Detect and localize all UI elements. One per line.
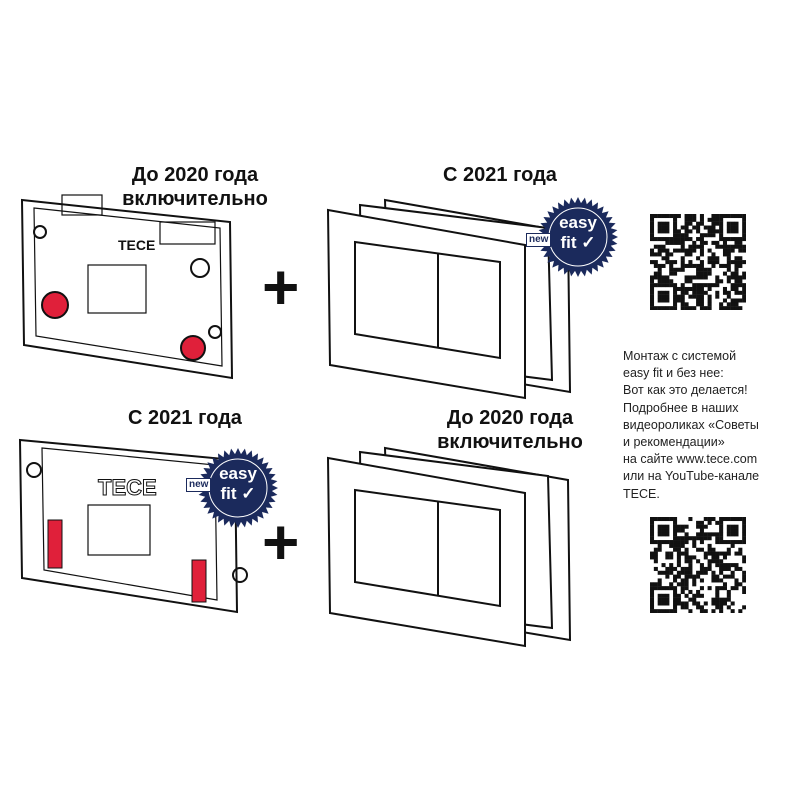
mounting-frame-old: TECE <box>20 194 234 380</box>
mounting-frame-easyfit: TECE <box>18 438 248 614</box>
badge-text: fit ✓ <box>560 233 596 252</box>
info-line: Подробнее в наших <box>623 400 739 415</box>
plus-sign: + <box>262 506 300 578</box>
info-line: TECE. <box>623 486 660 501</box>
heading-top-right: С 2021 года <box>443 164 557 186</box>
heading-line: До 2020 года <box>131 164 259 186</box>
badge-text: easy <box>559 213 597 232</box>
info-line: или на YouTube-канале <box>623 469 760 484</box>
info-line: Вот как это делается! <box>623 383 748 398</box>
heading-line: включительно <box>437 431 583 453</box>
info-line[interactable]: на сайте www.tece.com <box>623 452 758 467</box>
heading-line: включительно <box>122 188 268 210</box>
badge-text: easy <box>219 464 257 483</box>
heading-bottom-right: До 2020 года включительно <box>410 406 610 454</box>
flush-plate-bottom <box>326 446 572 648</box>
badge-text: fit ✓ <box>220 484 256 503</box>
info-text: Монтаж с системой easy fit и без нее: Во… <box>623 348 798 503</box>
svg-text:TECE: TECE <box>98 475 157 500</box>
flush-plate-top <box>326 198 572 400</box>
heading-top-left: До 2020 года включительно <box>95 163 295 211</box>
info-line: видеороликах «Советы <box>623 417 759 432</box>
easy-fit-badge: easy fit ✓ new <box>186 448 278 528</box>
info-line: и рекомендации» <box>623 435 725 450</box>
new-label: new <box>186 478 212 492</box>
info-line: easy fit и без нее: <box>623 366 724 381</box>
plus-sign: + <box>262 251 300 323</box>
info-line: Монтаж с системой <box>623 349 737 363</box>
svg-text:TECE: TECE <box>118 237 155 253</box>
new-label: new <box>526 233 552 247</box>
qr-code[interactable] <box>650 517 746 613</box>
heading-line: До 2020 года <box>446 407 574 429</box>
easy-fit-badge: easy fit ✓ new <box>526 197 618 277</box>
qr-code[interactable] <box>650 214 746 310</box>
heading-bottom-left: С 2021 года <box>128 407 242 429</box>
